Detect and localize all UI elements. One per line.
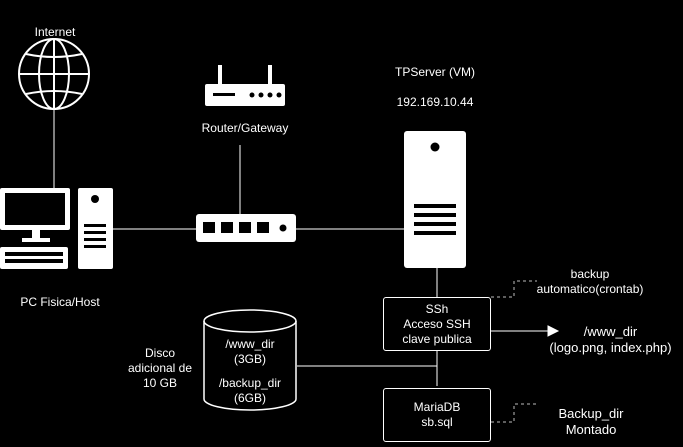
www-dir-note-line-1: /www_dir [583,324,638,339]
disk-size-line-1: Disco [144,346,175,360]
connections [53,110,560,386]
mariadb-box-line-2: sb.sql [421,415,453,429]
mariadb-box-line-1: MariaDB [413,400,461,414]
disk-www-label: /www_dir (3GB) [205,337,295,367]
internet-label: Internet [34,25,76,39]
monitor-icon [0,188,70,242]
keyboard-icon [0,247,68,269]
disk-www-line-1: /www_dir [225,337,275,351]
backup-note-line-1: backup [570,267,610,281]
ssh-box-line-1: SSh [425,301,449,316]
switch-icon [196,214,296,242]
backup-dir-note-line-1: Backup_dir [558,406,624,421]
mariadb-box: MariaDB sb.sql [383,388,491,442]
ssh-box-line-3: clave publica [402,331,472,346]
disk-www-line-2: (3GB) [233,352,266,366]
router-icon [205,65,285,106]
backup-note-line [491,280,537,298]
ssh-box: SSh Acceso SSH clave publica [383,297,491,351]
backup-dir-note-line-2: Montado [565,422,617,437]
arrow-icon [547,325,560,337]
disk-backup-label: /backup_dir (6GB) [205,376,295,406]
disk-backup-line-2: (6GB) [233,391,266,405]
disk-size-label: Disco adicional de 10 GB [120,346,200,391]
ssh-box-line-2: Acceso SSH [403,316,471,331]
backup-dir-note-line [491,403,537,423]
router-label: Router/Gateway [201,121,289,135]
disk-backup-line-1: /backup_dir [218,376,282,390]
server-ip-label: 192.169.10.44 [396,95,474,109]
disk-size-line-3: 10 GB [142,376,178,390]
www-dir-note-line-2: (logo.png, index.php) [549,340,672,355]
backup-note-line-2: automatico(crontab) [536,282,644,296]
pc-label: PC Fisica/Host [20,295,100,309]
disk-icon [203,309,297,411]
backup-note: backup automatico(crontab) [520,267,660,297]
server-icon [404,131,466,268]
server-name-label: TPServer (VM) [394,65,475,79]
backup-dir-note: Backup_dir Montado [545,406,637,438]
tower-icon [78,188,113,269]
disk-size-line-2: adicional de [127,361,193,375]
dashed-connections [491,280,537,423]
globe-icon [18,38,90,110]
www-dir-note: /www_dir (logo.png, index.php) [538,324,683,356]
